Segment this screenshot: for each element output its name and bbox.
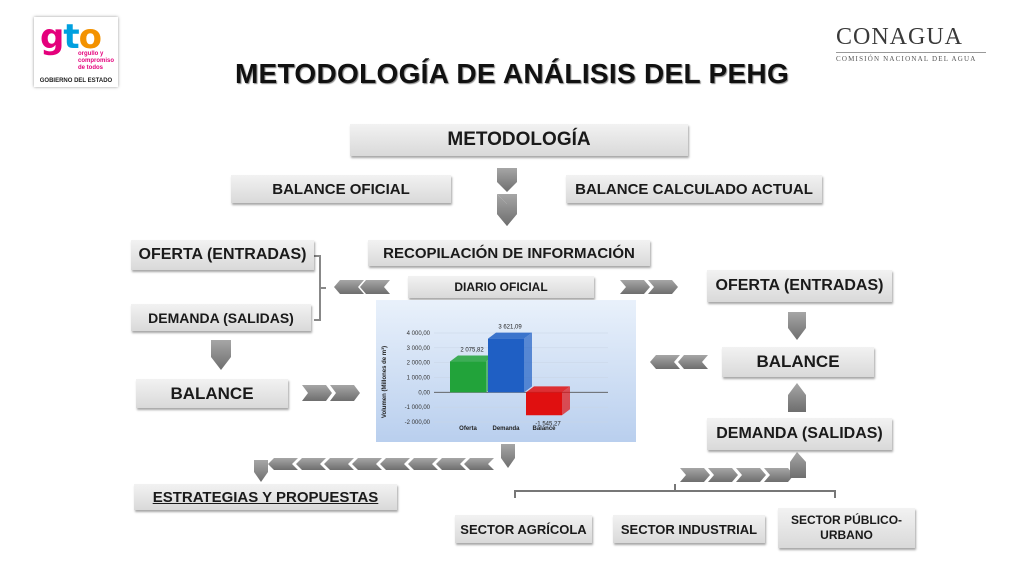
recopilacion-box: RECOPILACIÓN DE INFORMACIÓN — [368, 240, 650, 266]
chevron-up-icon — [788, 383, 806, 412]
chevron-left-icon — [650, 355, 680, 369]
y-tick-label: -2 000,00 — [405, 420, 431, 426]
chevron-down-icon — [788, 312, 806, 340]
metodologia-box: METODOLOGÍA — [350, 124, 688, 156]
gto-logo-letter-t: t — [63, 17, 79, 57]
sector-agricola-box: SECTOR AGRÍCOLA — [455, 515, 592, 543]
bar-front — [526, 392, 562, 416]
chevron-left-icon — [436, 458, 466, 470]
gto-logo-word: gto — [40, 17, 102, 57]
conagua-divider — [836, 52, 986, 53]
y-axis-label: Volumen (Millones de m³) — [381, 346, 388, 418]
chevron-right-icon — [330, 385, 360, 401]
y-tick-label: 3 000,00 — [407, 346, 431, 352]
chevron-left-icon — [360, 280, 390, 294]
balance-right-box: BALANCE — [722, 347, 874, 377]
balance-left-box: BALANCE — [136, 379, 288, 408]
conagua-logo-word: CONAGUA — [836, 24, 963, 50]
balance-oficial-box: BALANCE OFICIAL — [231, 175, 451, 203]
data-label: 2 075,82 — [460, 348, 484, 354]
bar-top — [488, 332, 532, 339]
y-tick-label: 2 000,00 — [407, 361, 431, 367]
x-tick-label: Demanda — [492, 426, 520, 432]
gto-logo: gto orgullo y compromiso de todos GOBIER… — [34, 17, 118, 87]
bar-demanda — [488, 332, 532, 393]
gto-logo-letter-g: g — [40, 17, 64, 57]
chevron-right-icon — [302, 385, 332, 401]
chevron-up-icon — [790, 452, 806, 478]
chevron-down-icon — [497, 168, 517, 192]
chevron-down-icon — [254, 460, 268, 482]
chevron-right-icon — [620, 280, 650, 294]
chevron-down-icon — [501, 444, 515, 468]
bar-top — [450, 355, 494, 362]
y-tick-label: 4 000,00 — [407, 331, 431, 337]
bar-side — [562, 386, 570, 416]
bracket-connector — [314, 255, 326, 321]
bar-top — [526, 386, 570, 393]
chevron-left-icon — [678, 355, 708, 369]
demanda-salidas-right-box: DEMANDA (SALIDAS) — [707, 418, 892, 450]
page-title: METODOLOGÍA DE ANÁLISIS DEL PEHG — [234, 58, 790, 89]
chevron-left-icon — [324, 458, 354, 470]
volume-bar-chart: Volumen (Millones de m³) 4 000,00 3 000,0… — [376, 300, 636, 442]
gto-slogan: orgullo y compromiso de todos — [78, 51, 115, 71]
sector-connector — [514, 484, 836, 498]
chevron-left-icon — [408, 458, 438, 470]
chevron-left-icon — [268, 458, 298, 470]
y-tick-label: 0,00 — [418, 390, 430, 396]
chevron-right-icon — [648, 280, 678, 294]
conagua-logo-sub: COMISIÓN NACIONAL DEL AGUA — [836, 55, 977, 63]
chevron-left-icon — [296, 458, 326, 470]
demanda-salidas-left-box: DEMANDA (SALIDAS) — [131, 304, 311, 331]
bar-front — [450, 361, 486, 393]
bar-front — [488, 338, 524, 393]
conagua-logo: CONAGUA COMISIÓN NACIONAL DEL AGUA — [836, 24, 986, 63]
chevron-left-icon — [334, 280, 364, 294]
data-label: -1 545,27 — [535, 421, 561, 427]
estrategias-box: ESTRATEGIAS Y PROPUESTAS — [134, 484, 397, 510]
gto-logo-letter-o: o — [78, 17, 102, 57]
gto-org-label: GOBIERNO DEL ESTADO — [39, 78, 113, 84]
sector-publico-urbano-box: SECTOR PÚBLICO-URBANO — [778, 508, 915, 548]
y-tick-label: 1 000,00 — [407, 376, 431, 382]
chevron-right-icon — [680, 468, 710, 482]
sector-industrial-box: SECTOR INDUSTRIAL — [613, 515, 765, 543]
diario-oficial-box: DIARIO OFICIAL — [408, 276, 594, 298]
x-tick-label: Oferta — [459, 426, 477, 432]
y-tick-label: -1 000,00 — [405, 405, 431, 411]
chevron-left-icon — [380, 458, 410, 470]
chevron-right-icon — [708, 468, 738, 482]
balance-calculado-box: BALANCE CALCULADO ACTUAL — [566, 175, 822, 203]
chevron-right-icon — [736, 468, 766, 482]
bar-side — [524, 332, 532, 393]
chevron-left-icon — [464, 458, 494, 470]
chevron-down-icon — [497, 194, 517, 226]
chevron-down-icon — [211, 340, 231, 370]
chevron-right-icon — [764, 468, 794, 482]
bar-oferta — [450, 355, 494, 393]
bar-balance — [526, 386, 570, 416]
oferta-entradas-right-box: OFERTA (ENTRADAS) — [707, 270, 892, 302]
x-tick-label: Balance — [532, 426, 556, 432]
oferta-entradas-left-box: OFERTA (ENTRADAS) — [131, 240, 314, 270]
chevron-left-icon — [352, 458, 382, 470]
data-label: 3 621,09 — [498, 325, 522, 331]
